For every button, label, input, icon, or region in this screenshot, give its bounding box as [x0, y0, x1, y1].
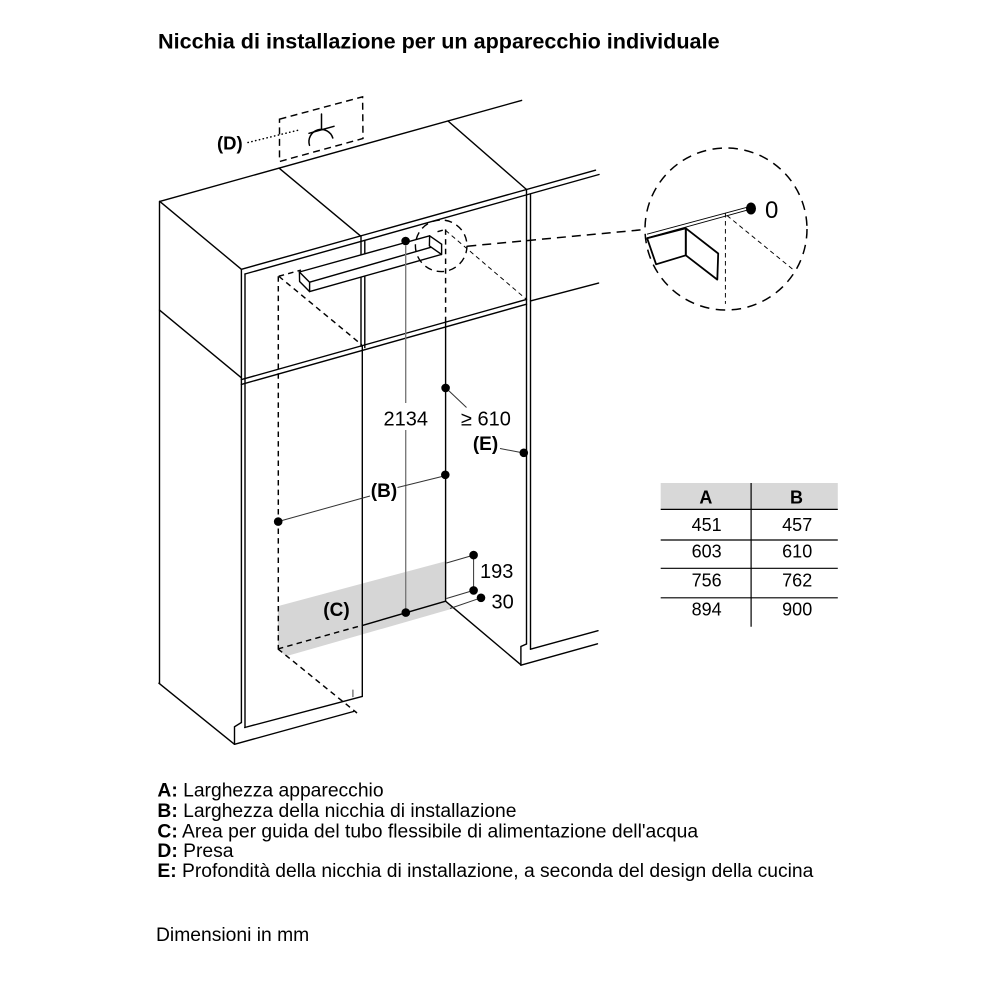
svg-text:610: 610 [782, 542, 812, 562]
svg-text:Nicchia di installazione per u: Nicchia di installazione per un apparecc… [158, 29, 720, 54]
svg-text:894: 894 [692, 600, 722, 620]
svg-text:900: 900 [782, 600, 812, 620]
svg-text:30: 30 [492, 592, 514, 614]
svg-text:0: 0 [765, 197, 778, 224]
svg-text:A: Larghezza apparecchio: A: Larghezza apparecchio [157, 780, 383, 801]
svg-text:603: 603 [692, 542, 722, 562]
svg-text:193: 193 [480, 561, 513, 583]
svg-text:A: A [699, 488, 712, 508]
svg-text:Dimensioni in mm: Dimensioni in mm [156, 925, 309, 946]
svg-text:(E): (E) [473, 434, 498, 455]
svg-text:B: Larghezza della nicchia di: B: Larghezza della nicchia di installazi… [157, 801, 516, 822]
svg-text:756: 756 [692, 571, 722, 591]
svg-text:2134: 2134 [384, 409, 429, 431]
svg-text:(B): (B) [371, 481, 397, 502]
svg-text:D: Presa: D: Presa [157, 841, 233, 862]
svg-text:762: 762 [782, 571, 812, 591]
svg-text:457: 457 [782, 515, 812, 535]
svg-text:C: Area per guida del tubo fle: C: Area per guida del tubo flessibile di… [157, 821, 698, 842]
svg-text:(D): (D) [217, 133, 243, 154]
svg-text:451: 451 [692, 515, 722, 535]
svg-text:≥ 610: ≥ 610 [461, 409, 511, 431]
svg-text:(C): (C) [323, 600, 349, 621]
svg-text:E: Profondità della nicchia di: E: Profondità della nicchia di installaz… [157, 861, 813, 882]
svg-text:B: B [790, 488, 803, 508]
